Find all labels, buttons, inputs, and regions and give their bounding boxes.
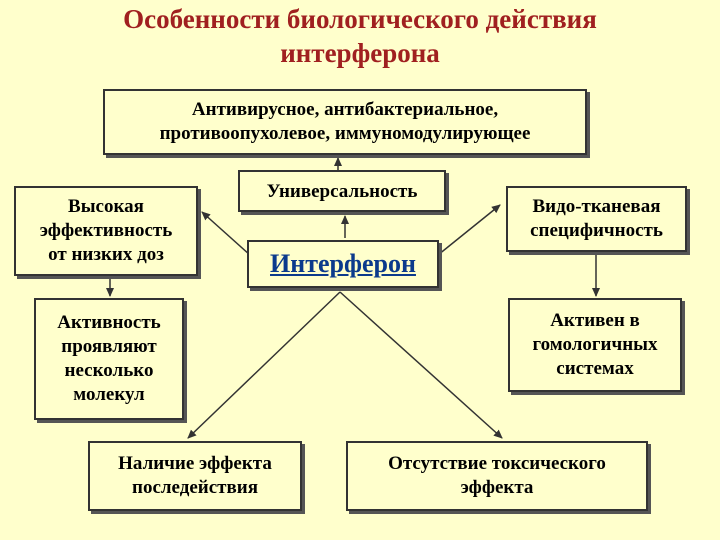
box-high-efficiency-line-1: Высокая <box>68 196 144 217</box>
box-several-molecules-line-1: Активность <box>57 312 161 333</box>
box-several-molecules-line-4: молекул <box>73 384 145 405</box>
box-homologous-line-2: гомологичных <box>532 334 658 355</box>
box-high-efficiency-line-2: эффективность <box>39 220 173 241</box>
box-high-efficiency-line-3: от низких доз <box>48 244 164 265</box>
box-species-specificity-line-2: специфичность <box>530 220 663 241</box>
box-species-specificity-line-1: Видо-тканевая <box>532 196 661 217</box>
interferon-label: Интерферон <box>270 249 416 278</box>
page-title: Особенности биологического действия инте… <box>0 2 720 70</box>
arrow-to-species-specificity <box>437 204 501 256</box>
box-species-specificity: Видо-тканевая специфичность <box>506 186 687 252</box>
box-aftereffect-line-1: Наличие эффекта <box>118 453 272 474</box>
box-aftereffect: Наличие эффекта последействия <box>88 441 302 511</box>
box-several-molecules-line-2: проявляют <box>61 336 157 357</box>
box-several-molecules-line-3: несколько <box>64 360 154 381</box>
box-high-efficiency: Высокая эффективность от низких доз <box>14 186 198 276</box>
box-homologous: Активен в гомологичных системах <box>508 298 682 392</box>
arrow-to-high-efficiency <box>201 211 251 256</box>
box-several-molecules: Активность проявляют несколько молекул <box>34 298 184 420</box>
box-universality-label: Универсальность <box>266 181 418 202</box>
arrow-to-no-toxic <box>339 291 503 439</box>
box-no-toxic-line-1: Отсутствие токсического <box>388 453 606 474</box>
title-line-1: Особенности биологического действия <box>123 4 597 34</box>
box-aftereffect-line-2: последействия <box>132 477 258 498</box>
box-effects-line-2: противоопухолевое, иммуномодулирующее <box>159 123 531 144</box>
box-no-toxic: Отсутствие токсического эффекта <box>346 441 648 511</box>
title-line-2: интерферона <box>280 38 440 68</box>
box-universality: Универсальность <box>238 170 446 212</box>
box-effects: Антивирусное, антибактериальное, противо… <box>103 89 587 155</box>
box-no-toxic-line-2: эффекта <box>460 477 534 498</box>
box-homologous-line-3: системах <box>556 358 634 379</box>
box-effects-line-1: Антивирусное, антибактериальное, <box>191 99 499 120</box>
box-homologous-line-1: Активен в <box>550 310 640 331</box>
box-interferon: Интерферон <box>247 240 439 288</box>
arrow-to-aftereffect <box>187 291 341 439</box>
